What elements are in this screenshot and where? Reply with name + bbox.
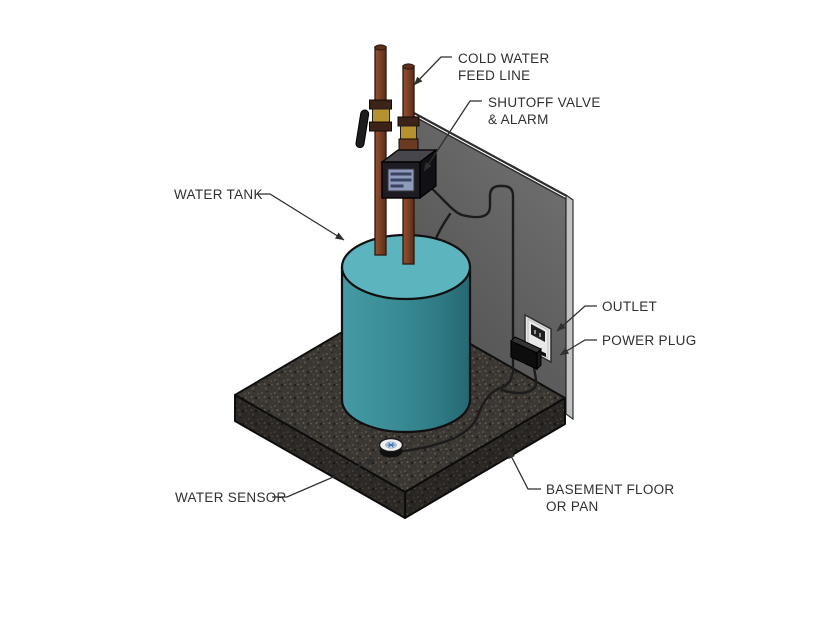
pipe-cap <box>374 44 387 51</box>
sensor-wire-floor <box>400 387 500 453</box>
label-basement-line2: OR PAN <box>546 499 599 514</box>
sensor-glyph <box>386 442 396 448</box>
label-shutoff-line2: & ALARM <box>488 112 549 127</box>
leader-water-tank <box>257 193 345 241</box>
label-water-tank: WATER TANK <box>174 187 263 202</box>
label-water-sensor: WATER SENSOR <box>175 490 287 505</box>
leader-cold-water <box>413 56 452 86</box>
shutoff-valve-left <box>355 99 392 149</box>
leader-shutoff <box>423 100 482 172</box>
valve-handle <box>355 109 370 149</box>
pipe-cap <box>402 63 415 70</box>
floor-right-face <box>404 397 566 519</box>
basement-floor-slab <box>234 300 566 519</box>
leader-lines <box>257 56 597 498</box>
leader-water-sensor <box>272 458 376 498</box>
label-shutoff-line1: SHUTOFF VALVE <box>488 95 601 110</box>
labels: COLD WATER FEED LINE SHUTOFF VALVE & ALA… <box>174 51 697 514</box>
label-basement-line1: BASEMENT FLOOR <box>546 482 674 497</box>
water-tank <box>340 233 472 434</box>
label-outlet: OUTLET <box>602 299 657 314</box>
power-plug <box>510 336 546 371</box>
label-cold-water-line1: COLD WATER <box>458 51 550 66</box>
leader-power-plug <box>559 339 597 356</box>
cold-water-pipe-left <box>355 44 392 256</box>
water-sensor <box>378 437 404 458</box>
label-cold-water-line2: FEED LINE <box>458 68 530 83</box>
wall-right-edge <box>565 193 574 421</box>
label-power-plug: POWER PLUG <box>602 333 697 348</box>
power-cord <box>500 365 538 395</box>
leader-outlet <box>556 305 597 332</box>
outlet-socket-top <box>531 324 545 342</box>
alarm-box <box>380 148 438 200</box>
leader-basement <box>507 449 541 490</box>
